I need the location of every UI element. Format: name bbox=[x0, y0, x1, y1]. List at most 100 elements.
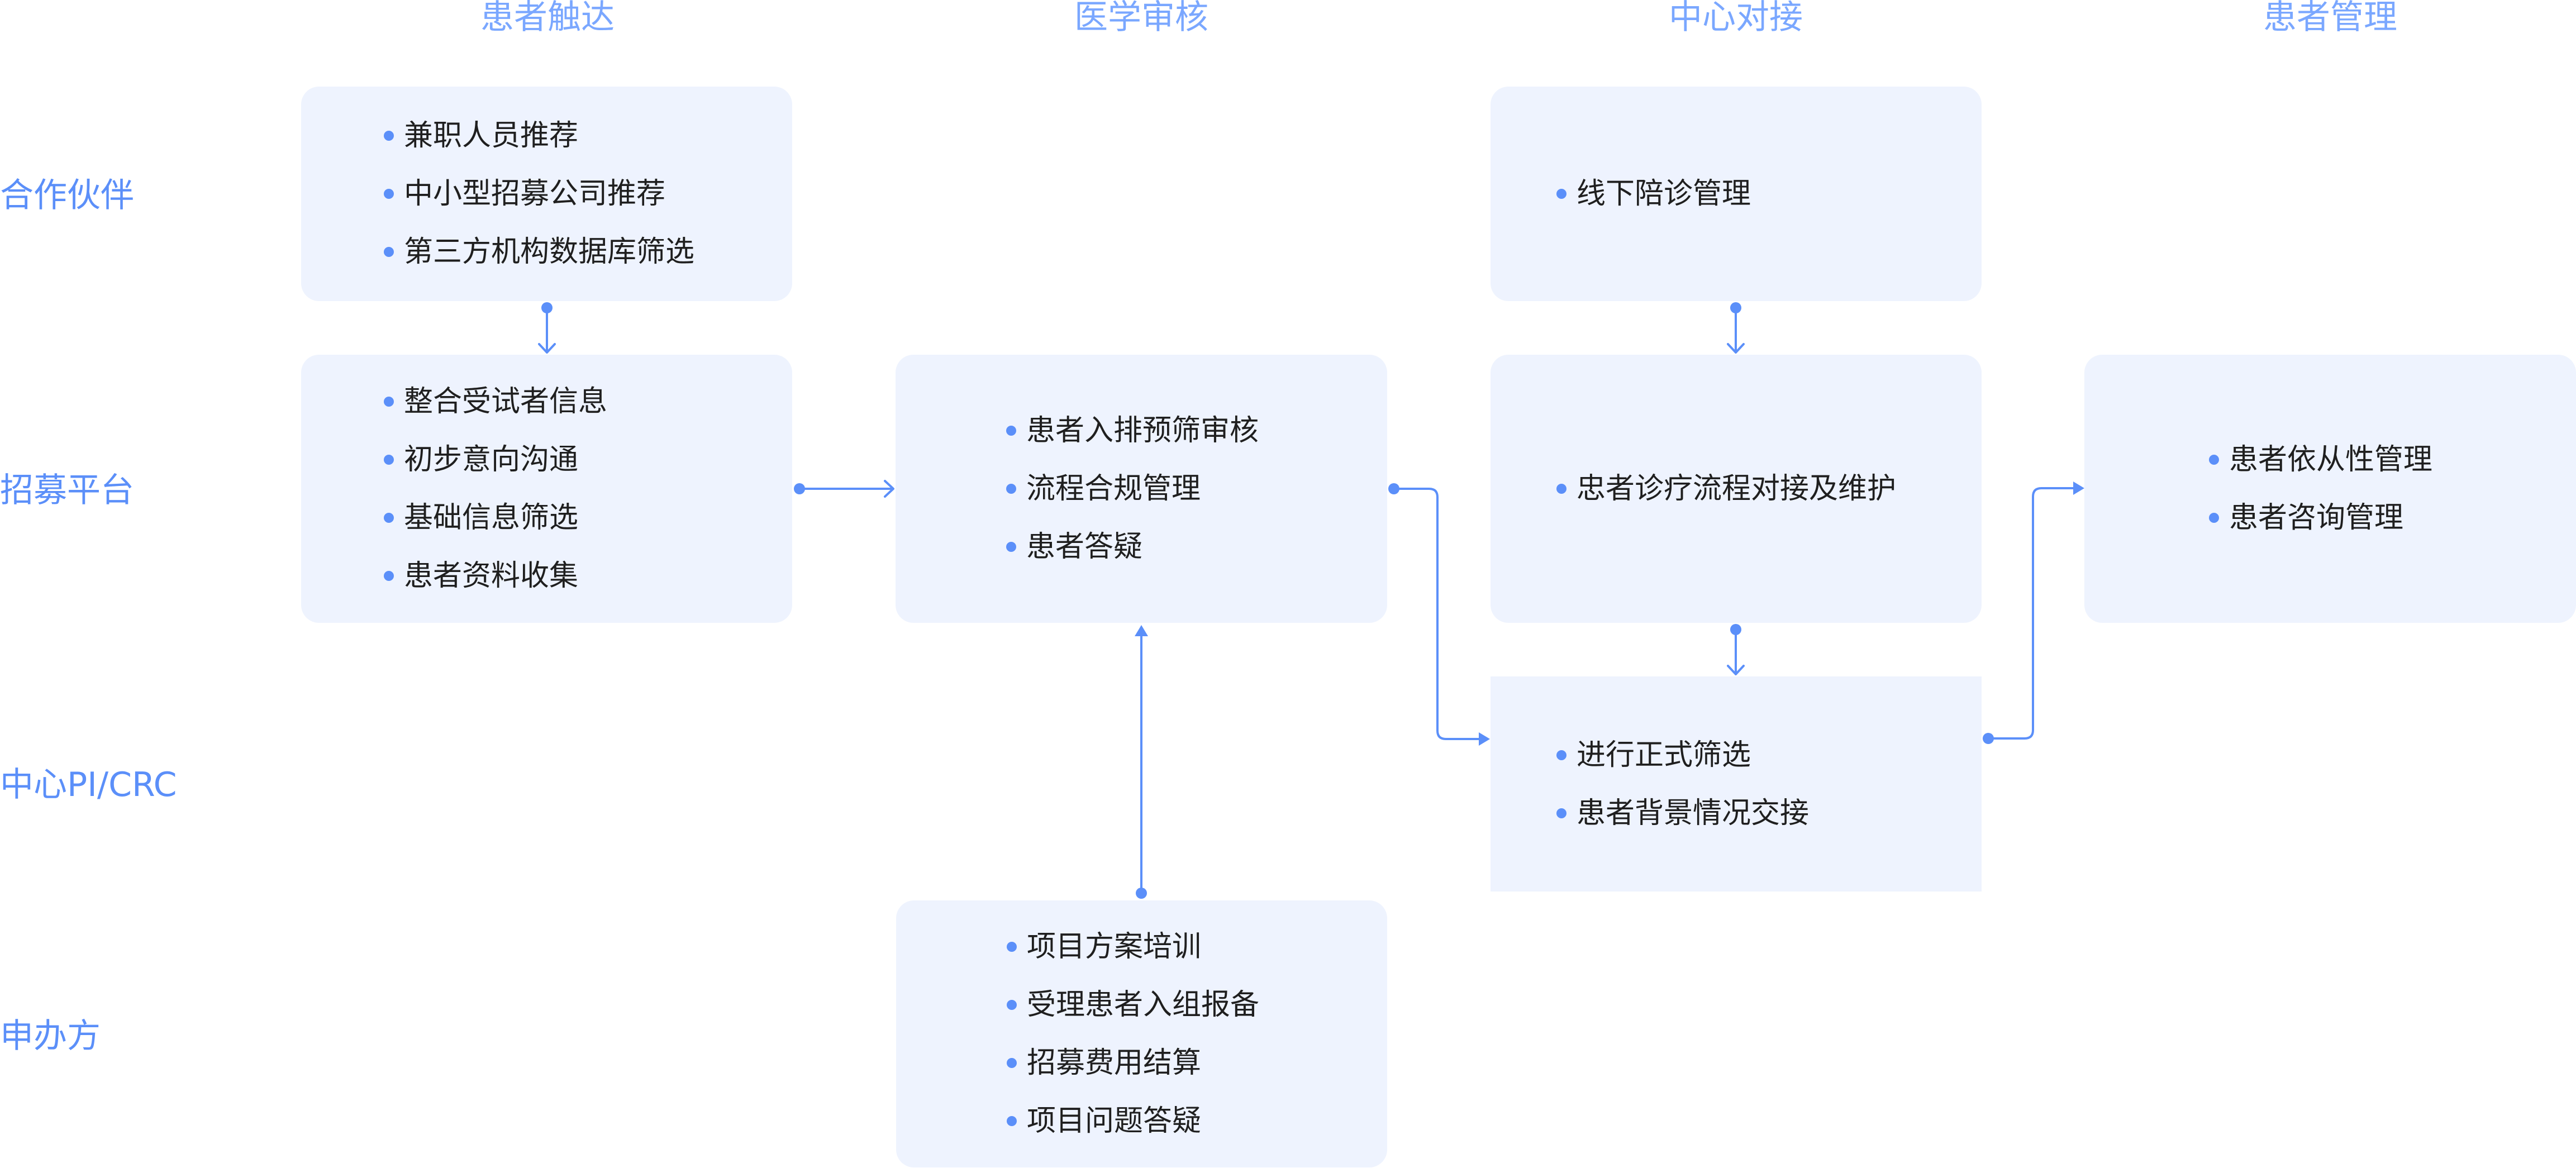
bullet-dot-icon bbox=[1006, 542, 1016, 552]
row-label-site-pi-crc: 中心PI/CRC bbox=[0, 765, 177, 804]
list-item: 线下陪诊管理 bbox=[1552, 165, 1982, 223]
list-item-text: 患者答疑 bbox=[1026, 530, 1143, 564]
bullet-dot-icon bbox=[1007, 942, 1017, 952]
list-item: 整合受试者信息 bbox=[379, 373, 792, 431]
list-item-text: 流程合规管理 bbox=[1026, 472, 1201, 506]
list-item: 患者答疑 bbox=[1002, 518, 1387, 576]
column-header-patient-management: 患者管理 bbox=[2263, 0, 2397, 37]
connector-platform-reach-to-review bbox=[794, 480, 894, 498]
list-item: 患者资料收集 bbox=[379, 547, 792, 605]
list-item: 项目方案培训 bbox=[1002, 918, 1387, 976]
list-item-text: 整合受试者信息 bbox=[404, 385, 608, 418]
box-platform-patient-reach: 整合受试者信息初步意向沟通基础信息筛选患者资料收集 bbox=[301, 355, 792, 623]
bullet-dot-icon bbox=[384, 455, 394, 465]
list-item: 第三方机构数据库筛选 bbox=[379, 223, 792, 281]
list-item-text: 患者背景情况交接 bbox=[1577, 796, 1810, 830]
list-item: 患者背景情况交接 bbox=[1552, 784, 1982, 842]
row-label-partner: 合作伙伴 bbox=[0, 176, 134, 215]
bullet-list: 项目方案培训受理患者入组报备招募费用结算项目问题答疑 bbox=[1002, 918, 1387, 1150]
connector-review-to-formal-screening bbox=[1388, 483, 1490, 746]
arrow-down-icon bbox=[1727, 343, 1745, 354]
list-item: 基础信息筛选 bbox=[379, 489, 792, 547]
row-label-sponsor: 申办方 bbox=[0, 1017, 101, 1056]
list-item: 患者依从性管理 bbox=[2204, 431, 2576, 489]
box-platform-patient-management: 患者依从性管理患者咨询管理 bbox=[2084, 355, 2576, 623]
bullet-dot-icon bbox=[384, 397, 394, 407]
bullet-dot-icon bbox=[1006, 484, 1016, 494]
column-header-site-liaison: 中心对接 bbox=[1669, 0, 1803, 37]
list-item: 患者咨询管理 bbox=[2204, 489, 2576, 547]
connector-start-dot bbox=[1983, 733, 1994, 744]
bullet-list: 忠者诊疗流程对接及维护 bbox=[1552, 460, 1982, 518]
list-item: 项目问题答疑 bbox=[1002, 1092, 1387, 1150]
arrow-right-icon bbox=[884, 480, 894, 498]
list-item: 流程合规管理 bbox=[1002, 460, 1387, 518]
arrow-down-icon bbox=[1727, 665, 1745, 675]
connector-start-dot bbox=[794, 483, 805, 494]
connector-partner-to-platform bbox=[538, 302, 556, 354]
list-item-text: 兼职人员推荐 bbox=[404, 119, 579, 152]
list-item-text: 线下陪诊管理 bbox=[1577, 177, 1751, 211]
box-platform-medical-review: 患者入排预筛审核流程合规管理患者答疑 bbox=[896, 355, 1387, 623]
bullet-dot-icon bbox=[1556, 484, 1566, 494]
connector-start-dot bbox=[1730, 624, 1741, 635]
bullet-dot-icon bbox=[1556, 750, 1566, 760]
arrow-up-icon bbox=[1135, 625, 1148, 636]
bullet-dot-icon bbox=[384, 513, 394, 523]
bullet-dot-icon bbox=[384, 247, 394, 257]
list-item: 兼职人员推荐 bbox=[379, 107, 792, 165]
bullet-dot-icon bbox=[2209, 513, 2219, 523]
list-item-text: 患者咨询管理 bbox=[2229, 501, 2404, 535]
bullet-dot-icon bbox=[1006, 426, 1016, 436]
bullet-dot-icon bbox=[384, 189, 394, 199]
list-item: 忠者诊疗流程对接及维护 bbox=[1552, 460, 1982, 518]
bullet-list: 患者依从性管理患者咨询管理 bbox=[2204, 431, 2576, 547]
box-sponsor-medical-review: 项目方案培训受理患者入组报备招募费用结算项目问题答疑 bbox=[896, 900, 1387, 1167]
list-item: 招募费用结算 bbox=[1002, 1034, 1387, 1092]
list-item-text: 项目方案培训 bbox=[1027, 930, 1202, 964]
list-item-text: 忠者诊疗流程对接及维护 bbox=[1577, 472, 1897, 506]
connector-start-dot bbox=[1136, 888, 1147, 899]
bullet-list: 整合受试者信息初步意向沟通基础信息筛选患者资料收集 bbox=[379, 373, 792, 605]
connector-escort-to-treatment bbox=[1727, 302, 1745, 354]
box-partner-site-liaison: 线下陪诊管理 bbox=[1491, 87, 1982, 301]
row-label-recruitment-platform: 招募平台 bbox=[0, 471, 134, 510]
list-item: 进行正式筛选 bbox=[1552, 726, 1982, 784]
box-pi-site-liaison: 进行正式筛选患者背景情况交接 bbox=[1491, 676, 1982, 892]
list-item-text: 患者入排预筛审核 bbox=[1026, 414, 1259, 447]
list-item: 中小型招募公司推荐 bbox=[379, 165, 792, 223]
list-item-text: 受理患者入组报备 bbox=[1027, 988, 1260, 1022]
list-item-text: 项目问题答疑 bbox=[1027, 1104, 1202, 1138]
list-item: 初步意向沟通 bbox=[379, 431, 792, 489]
bullet-list: 患者入排预筛审核流程合规管理患者答疑 bbox=[1002, 402, 1387, 576]
list-item-text: 初步意向沟通 bbox=[404, 443, 579, 476]
list-item-text: 第三方机构数据库筛选 bbox=[404, 235, 695, 269]
bullet-dot-icon bbox=[384, 571, 394, 581]
connector-start-dot bbox=[1388, 483, 1399, 494]
list-item-text: 进行正式筛选 bbox=[1577, 738, 1751, 772]
box-partner-patient-reach: 兼职人员推荐中小型招募公司推荐第三方机构数据库筛选 bbox=[301, 87, 792, 301]
bullet-dot-icon bbox=[1556, 808, 1566, 818]
bullet-dot-icon bbox=[1007, 1000, 1017, 1010]
bullet-list: 进行正式筛选患者背景情况交接 bbox=[1552, 726, 1982, 842]
list-item-text: 患者资料收集 bbox=[404, 559, 579, 593]
list-item-text: 基础信息筛选 bbox=[404, 501, 579, 535]
bullet-dot-icon bbox=[1007, 1116, 1017, 1126]
connector-sponsor-to-review bbox=[1135, 625, 1148, 899]
bullet-dot-icon bbox=[2209, 455, 2219, 465]
connector-start-dot bbox=[1730, 302, 1741, 313]
box-platform-site-liaison: 忠者诊疗流程对接及维护 bbox=[1491, 355, 1982, 623]
list-item: 受理患者入组报备 bbox=[1002, 976, 1387, 1034]
arrow-right-icon bbox=[2073, 481, 2084, 495]
list-item-text: 招募费用结算 bbox=[1027, 1046, 1202, 1080]
connector-start-dot bbox=[541, 302, 553, 313]
column-header-patient-reach: 患者触达 bbox=[480, 0, 615, 37]
column-header-medical-review: 医学审核 bbox=[1074, 0, 1208, 37]
arrow-right-icon bbox=[1479, 732, 1490, 746]
bullet-list: 兼职人员推荐中小型招募公司推荐第三方机构数据库筛选 bbox=[379, 107, 792, 281]
bullet-dot-icon bbox=[384, 131, 394, 141]
connector-formal-screening-to-management bbox=[1983, 481, 2084, 744]
list-item: 患者入排预筛审核 bbox=[1002, 402, 1387, 460]
list-item-text: 中小型招募公司推荐 bbox=[404, 177, 666, 211]
arrow-down-icon bbox=[538, 343, 556, 354]
